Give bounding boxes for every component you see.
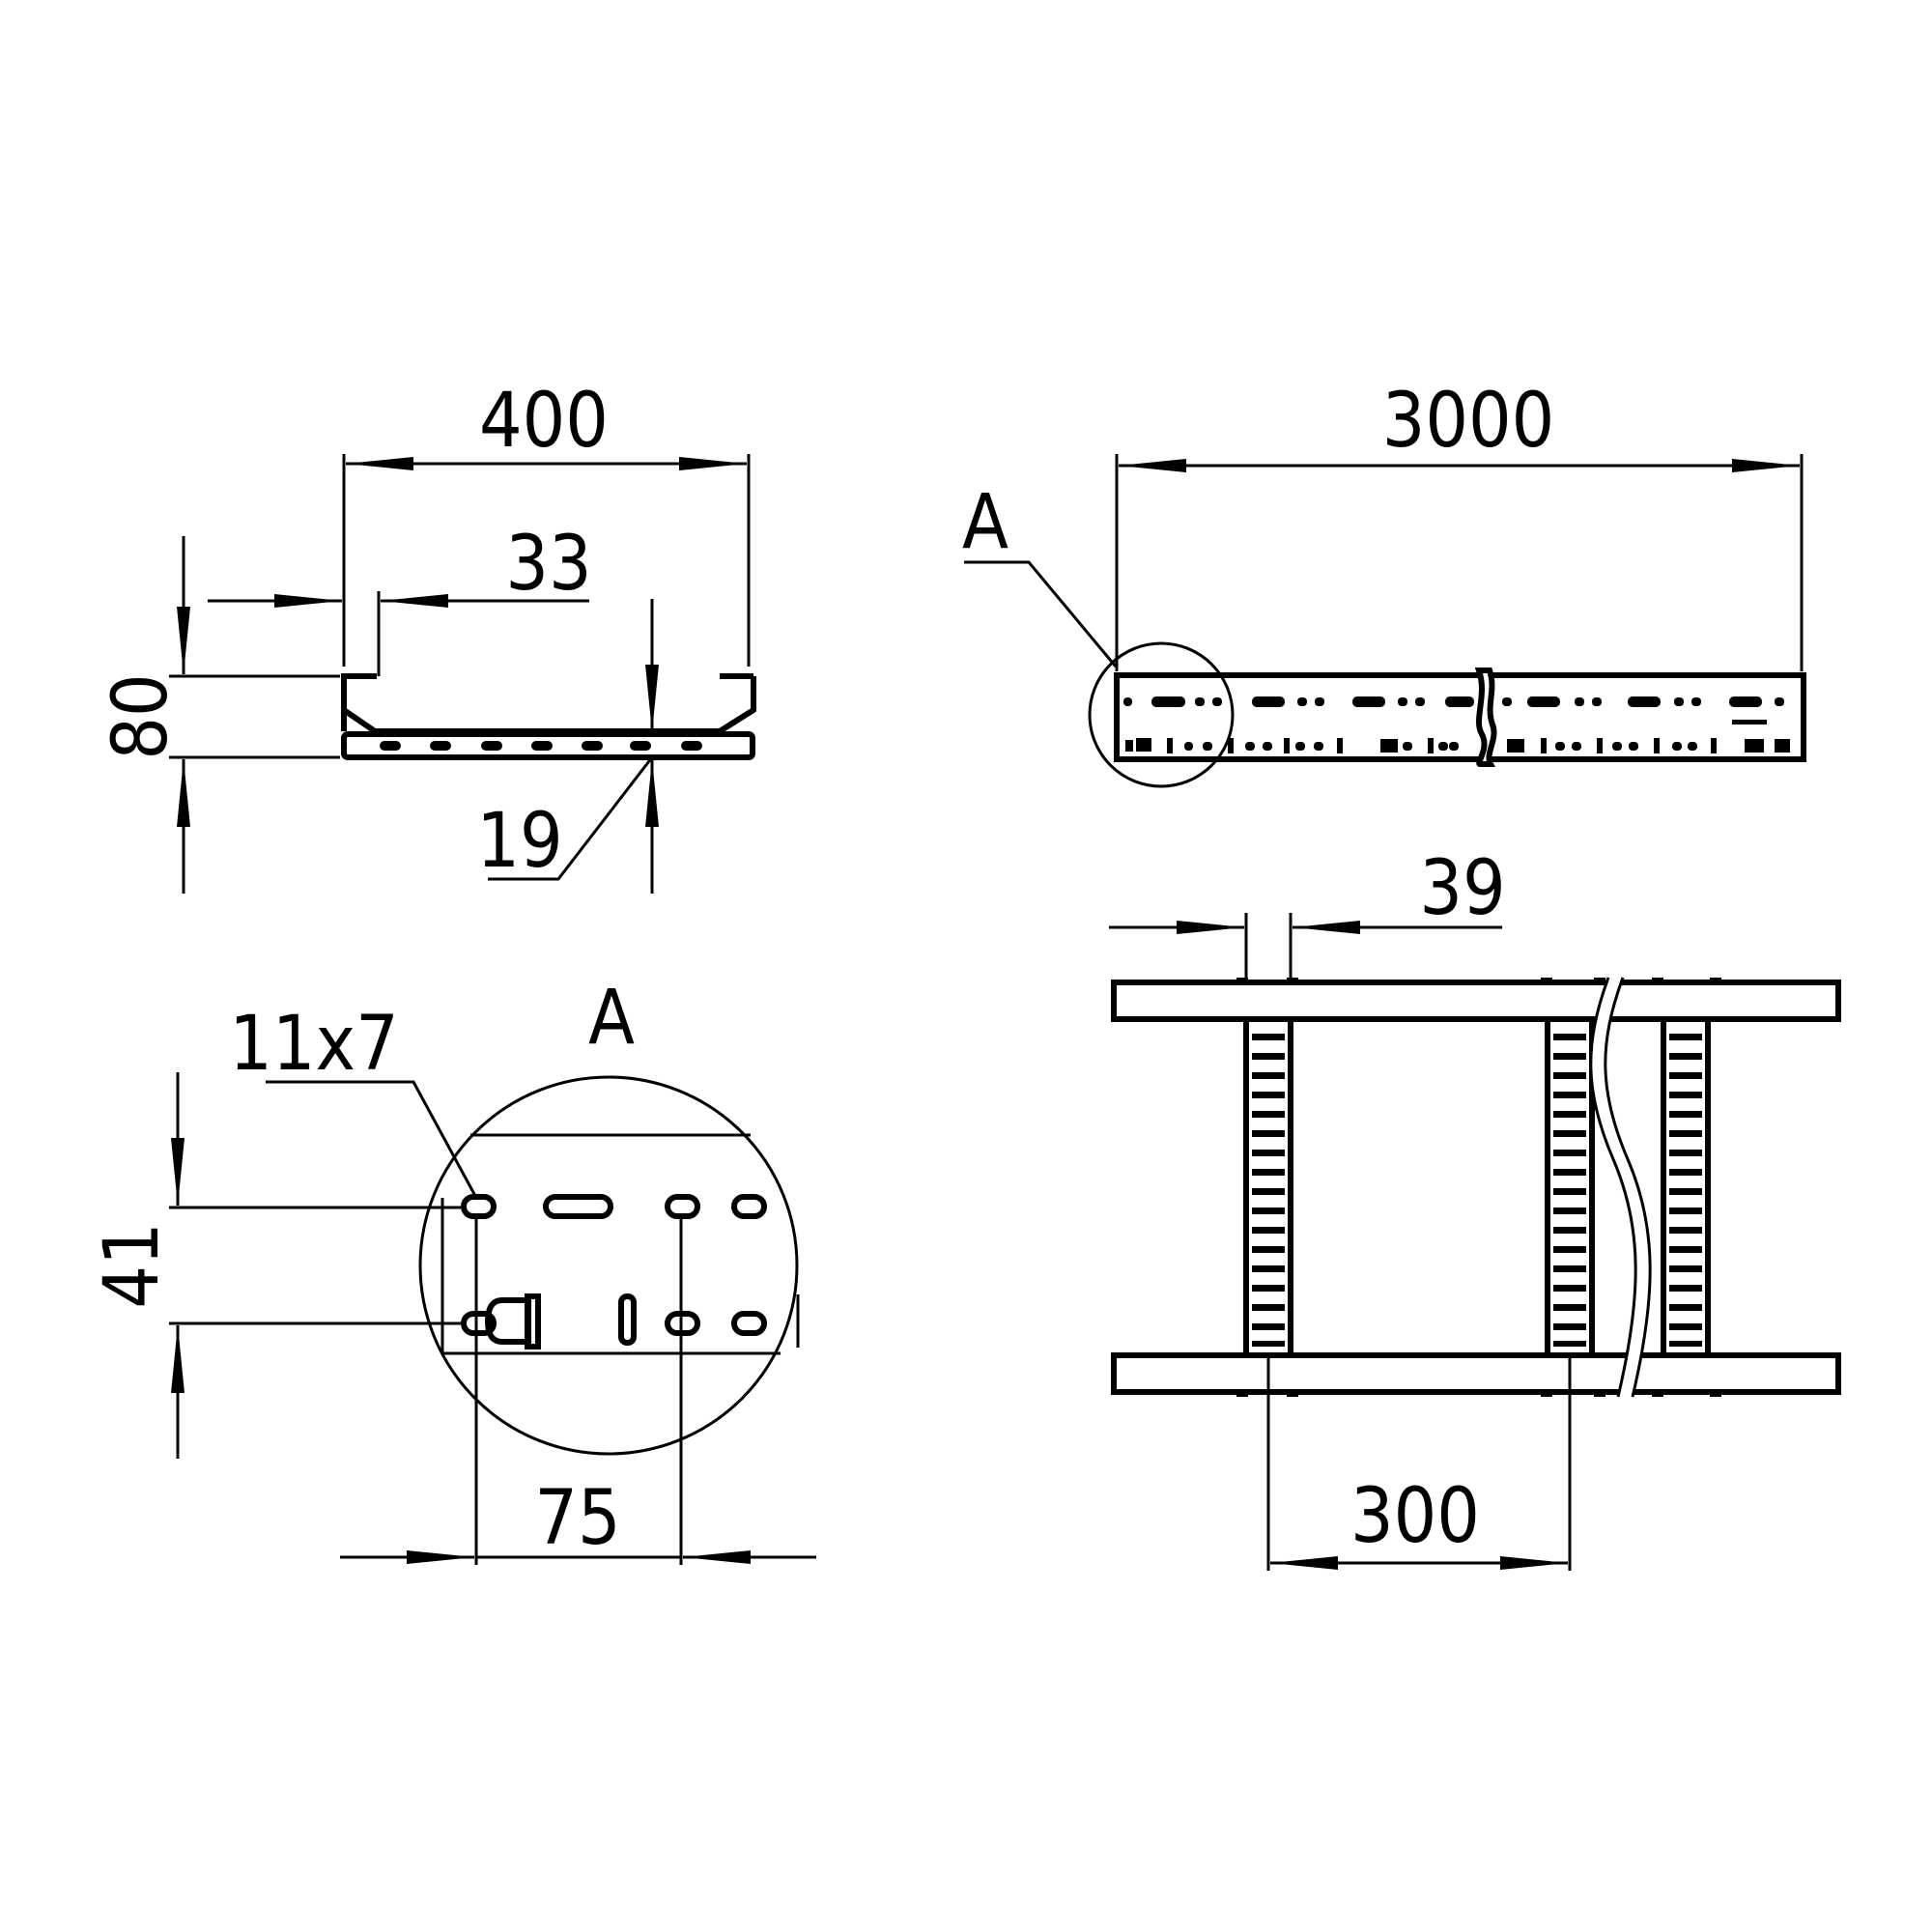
detail-ref-label: A [962,479,1009,566]
rung [1545,1016,1595,1358]
detail-a-circle [418,1075,799,1456]
hole [731,1194,767,1219]
tab-feature [484,1297,531,1345]
rail-nubs [1236,978,1721,1397]
rung [1243,1016,1293,1358]
rung [1661,1016,1711,1358]
detail-a-view: 11x7 A 41 75 [89,975,816,1565]
side-wall [1114,672,1806,762]
plan-view: 39 300 [1109,845,1841,1571]
hole [461,1194,497,1219]
dim-hole-rows: 41 [89,1222,176,1308]
dim-width: 400 [479,378,609,465]
vertical-slot [618,1293,637,1346]
base-perforations [380,741,702,751]
top-rail [1111,980,1841,1022]
hole-size-label: 11x7 [229,1001,398,1088]
side-elevation-view: A 3000 [962,378,1806,788]
dim-depth: 19 [476,798,562,885]
dim-side-flange: 33 [505,521,591,608]
bottom-rail [1111,1352,1841,1395]
dim-height: 80 [98,673,185,759]
detail-title: A [588,975,635,1062]
detail-circle-a [1088,641,1235,788]
dim-rung-pitch: 300 [1350,1473,1480,1560]
dim-length: 3000 [1382,378,1555,465]
cross-section-view: 400 33 80 19 [98,378,756,894]
slot [543,1194,613,1219]
dim-rung-width: 39 [1419,845,1505,932]
dim-hole-pitch: 75 [534,1475,620,1562]
hole [665,1194,700,1219]
hole [461,1311,497,1336]
tray-base [341,731,755,760]
side-slots-row2 [1125,738,1790,753]
hole [731,1311,767,1336]
tray-profile [341,673,756,734]
side-slots-row1 [1123,696,1784,724]
